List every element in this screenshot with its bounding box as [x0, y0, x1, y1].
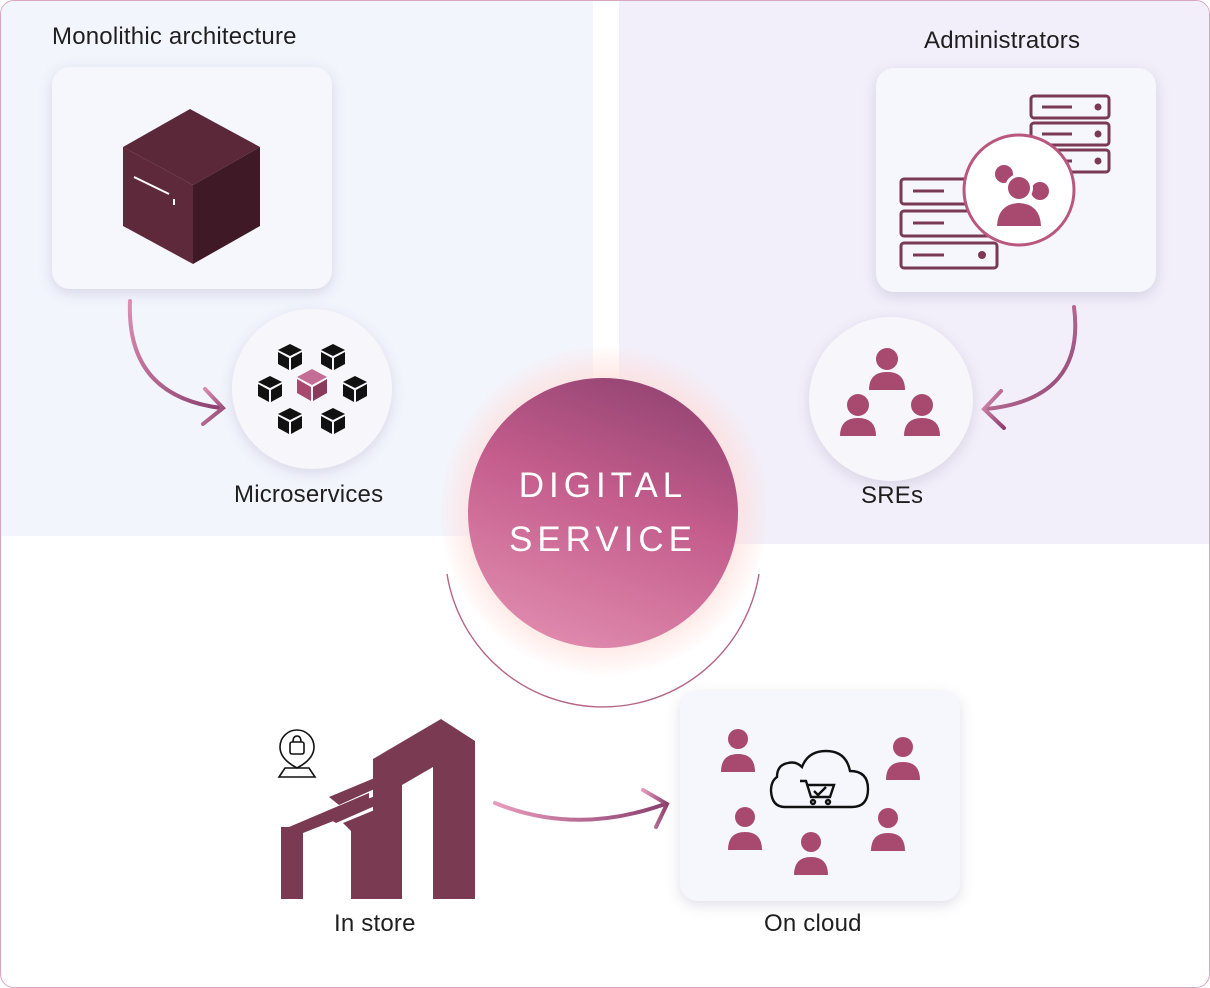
on-cloud-illustration [721, 729, 920, 875]
label-on-cloud: On cloud [764, 910, 862, 937]
team-icon [840, 348, 940, 436]
label-microservices: Microservices [234, 481, 384, 508]
arrow-store-to-cloud [493, 788, 670, 829]
shopping-location-icon [277, 729, 317, 778]
center-orbit-arc [446, 573, 760, 708]
cube-icon [123, 109, 260, 264]
sres-circle [809, 317, 973, 481]
user-icon [721, 729, 920, 875]
server-admin-icon [899, 94, 1111, 270]
on-cloud-card [680, 691, 960, 901]
digital-service-hub: DIGITAL SERVICE [468, 378, 738, 648]
monolith-card [52, 67, 332, 289]
center-line2: SERVICE [508, 520, 698, 559]
label-in-store: In store [334, 910, 416, 937]
label-sres: SREs [861, 482, 924, 509]
arrow-admins-to-sres [981, 305, 1078, 430]
building-icon [281, 719, 475, 899]
center-line1: DIGITAL [518, 466, 688, 505]
label-monolithic: Monolithic architecture [52, 23, 297, 50]
cloud-cart-icon [769, 749, 870, 809]
arrow-monolith-to-microservices [127, 299, 226, 426]
administrators-card [876, 68, 1156, 292]
microservices-circle [232, 309, 392, 469]
microservices-icon [258, 344, 367, 434]
label-administrators: Administrators [924, 27, 1081, 54]
